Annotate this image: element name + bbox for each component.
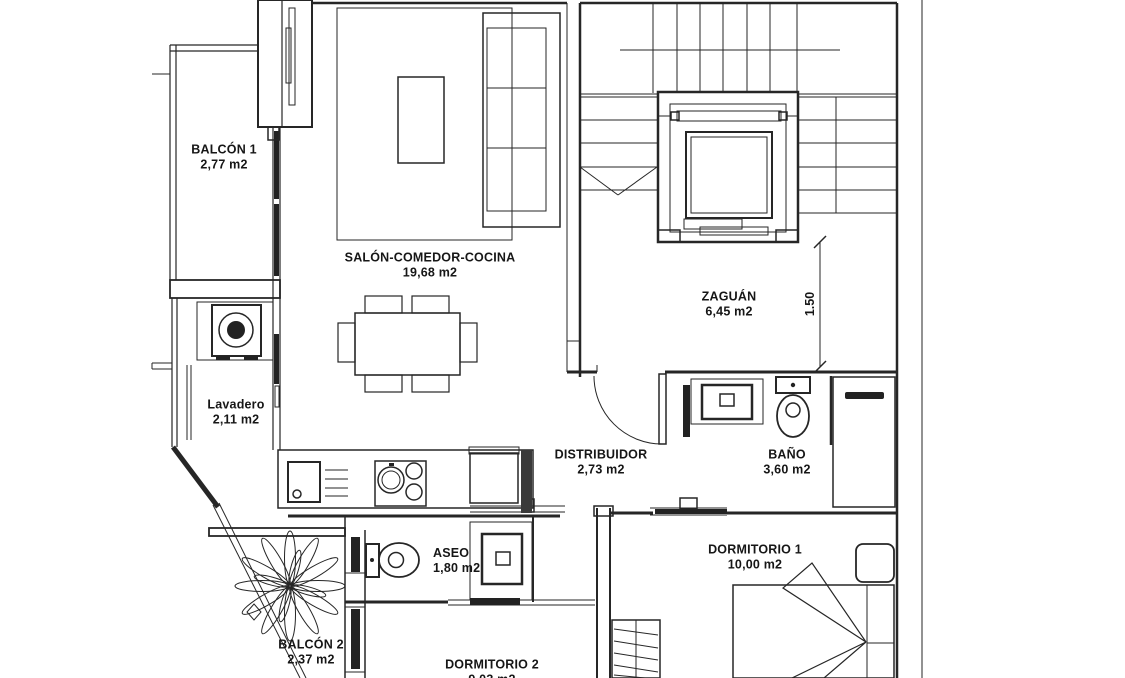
room-label-balcon-2: BALCÓN 2 2,37 m2 bbox=[278, 637, 344, 667]
window bbox=[274, 131, 279, 199]
room-label-lavadero: Lavadero 2,11 m2 bbox=[207, 397, 264, 427]
plant bbox=[234, 530, 346, 642]
room-area: 2,73 m2 bbox=[577, 462, 625, 476]
balcony2 bbox=[208, 502, 366, 678]
living-room bbox=[336, 7, 561, 393]
dining-chair bbox=[364, 295, 403, 314]
dining-chair bbox=[411, 295, 450, 314]
room-label-dormitorio-2: DORMITORIO 2 9,03 m2 bbox=[445, 657, 539, 678]
room-label-bano: BAÑO 3,60 m2 bbox=[763, 447, 810, 477]
nightstand bbox=[855, 543, 895, 583]
dining-chair bbox=[459, 322, 478, 363]
room-name: BALCÓN 2 bbox=[278, 637, 344, 652]
bathroom bbox=[683, 376, 896, 508]
window bbox=[351, 609, 360, 669]
room-label-aseo: ASEO 1,80 m2 bbox=[433, 546, 480, 576]
window bbox=[351, 537, 360, 572]
hob bbox=[374, 460, 427, 507]
room-name: DORMITORIO 2 bbox=[445, 657, 539, 672]
dining-chair bbox=[337, 322, 356, 363]
room-name: BALCÓN 1 bbox=[191, 142, 257, 157]
room-area: 10,00 m2 bbox=[727, 557, 783, 571]
aseo-room bbox=[345, 521, 595, 606]
room-name: ASEO bbox=[433, 546, 470, 560]
room-label-zaguan: ZAGUÁN 6,45 m2 bbox=[702, 289, 757, 319]
room-name: DORMITORIO 1 bbox=[708, 542, 802, 557]
dimension-value: 1.50 bbox=[803, 291, 817, 317]
staircase bbox=[579, 4, 897, 214]
bathroom-door bbox=[683, 385, 690, 437]
counter bbox=[277, 449, 534, 509]
vanity-sink bbox=[700, 383, 754, 421]
dining-chair bbox=[411, 374, 450, 393]
room-area: 6,45 m2 bbox=[705, 304, 753, 318]
wardrobe bbox=[611, 619, 661, 678]
balcony1 bbox=[152, 0, 313, 450]
dining-chair bbox=[364, 374, 403, 393]
shower bbox=[832, 376, 896, 508]
room-area: 2,77 m2 bbox=[200, 157, 248, 171]
room-area: 2,11 m2 bbox=[212, 412, 260, 426]
room-label-dormitorio-1: DORMITORIO 1 10,00 m2 bbox=[708, 542, 802, 572]
chamfer-wall bbox=[171, 445, 220, 509]
entry-door-arc bbox=[567, 365, 897, 445]
kitchen-wall bbox=[288, 498, 565, 602]
kitchen bbox=[277, 446, 534, 513]
vanity-counter bbox=[690, 378, 764, 425]
room-area: 2,37 m2 bbox=[287, 652, 335, 666]
bed bbox=[732, 543, 895, 678]
rug bbox=[336, 7, 513, 241]
room-label-salon: SALÓN-COMEDOR-COCINA 19,68 m2 bbox=[345, 250, 516, 280]
room-label-distribuidor: DISTRIBUIDOR 2,73 m2 bbox=[555, 447, 648, 477]
room-area: 3,60 m2 bbox=[763, 462, 811, 476]
room-name: ZAGUÁN bbox=[701, 289, 757, 304]
sofa bbox=[482, 12, 561, 228]
washing-machine bbox=[211, 304, 262, 357]
room-name: Lavadero bbox=[207, 397, 265, 412]
room-name: DISTRIBUIDOR bbox=[554, 447, 648, 462]
room-name: BAÑO bbox=[768, 447, 806, 462]
room-label-balcon-1: BALCÓN 1 2,77 m2 bbox=[191, 142, 257, 172]
laundry bbox=[151, 279, 281, 509]
dining-table bbox=[354, 312, 461, 376]
bedroom2-door bbox=[470, 598, 520, 605]
elevator bbox=[656, 90, 800, 244]
room-area: 1,80 m2 bbox=[433, 560, 481, 575]
room-area: 9,03 m2 bbox=[445, 672, 539, 678]
room-name: SALÓN-COMEDOR-COCINA bbox=[344, 250, 516, 265]
coffee-table bbox=[397, 76, 445, 164]
room-area: 19,68 m2 bbox=[402, 265, 458, 279]
kitchen-sink bbox=[287, 461, 321, 503]
window bbox=[274, 334, 279, 384]
fridge bbox=[468, 446, 520, 455]
toilet bbox=[775, 376, 811, 394]
bedroom1-walls bbox=[593, 497, 897, 678]
window bbox=[274, 204, 279, 276]
building-walls bbox=[312, 0, 923, 678]
shaft bbox=[257, 0, 313, 128]
